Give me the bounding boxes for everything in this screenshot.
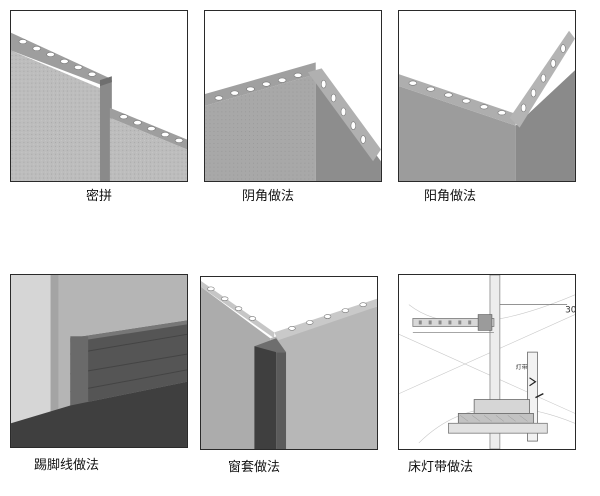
dimension-label: 30 <box>565 306 575 316</box>
panel-skirting <box>10 274 188 448</box>
light-strip-note: 灯带 <box>516 363 528 371</box>
panel-bed-light-strip: 30 灯带 <box>398 274 576 450</box>
bed-light-strip-section-illustration: 30 灯带 <box>399 275 575 449</box>
caption-inside-corner: 阴角做法 <box>242 189 295 204</box>
caption-bed-light-strip: 床灯带做法 <box>408 460 474 475</box>
caption-skirting: 踢脚线做法 <box>34 458 100 473</box>
tight-seam-joint-illustration <box>11 32 187 181</box>
panel-window-casing <box>200 276 378 450</box>
window-casing-joint-illustration <box>201 277 377 449</box>
panel-tight-seam <box>10 10 188 182</box>
caption-tight-seam: 密拼 <box>86 189 113 204</box>
caption-outside-corner: 阳角做法 <box>424 189 477 204</box>
panel-inside-corner <box>204 10 382 182</box>
inside-corner-joint-illustration <box>205 62 381 181</box>
outside-corner-joint-illustration <box>399 30 575 181</box>
panel-outside-corner <box>398 10 576 182</box>
skirting-board-joint-illustration <box>11 275 187 447</box>
caption-window-casing: 窗套做法 <box>228 460 281 475</box>
